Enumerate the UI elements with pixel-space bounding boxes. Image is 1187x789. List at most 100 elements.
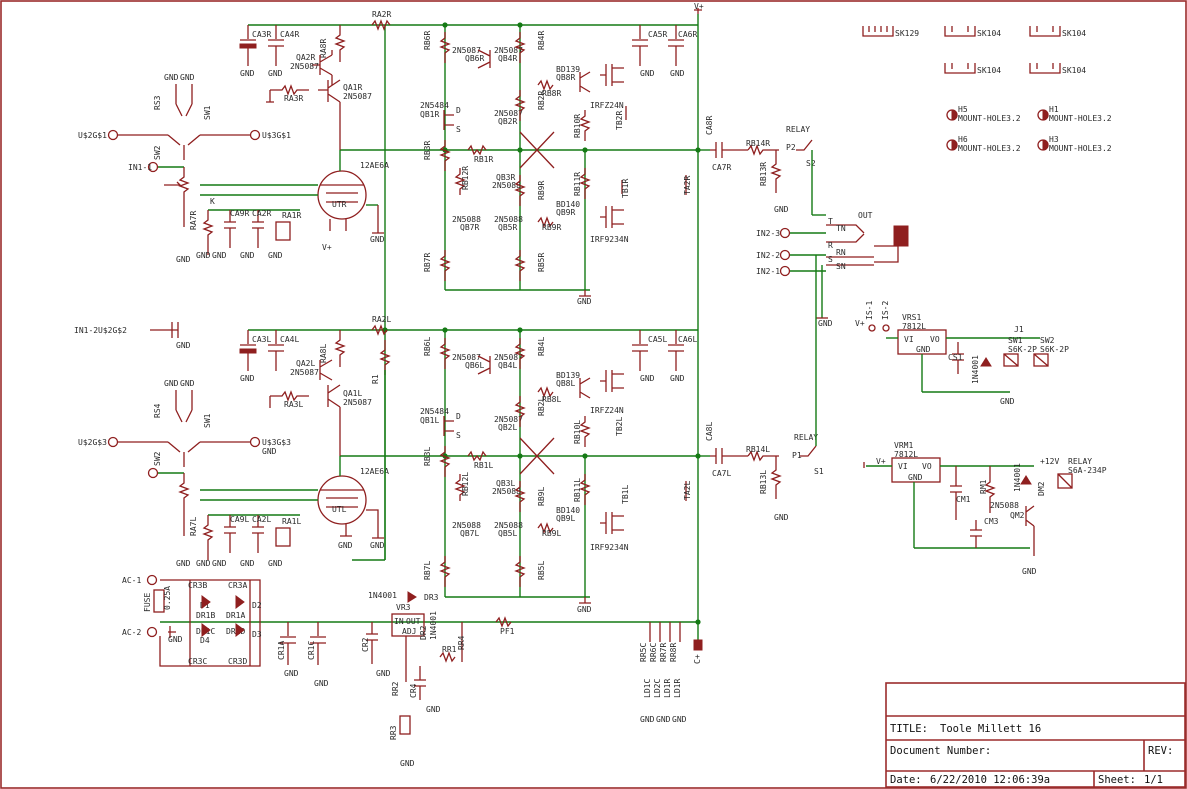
svg-text:QA2L: QA2L bbox=[296, 359, 315, 368]
svg-text:VRM1: VRM1 bbox=[894, 441, 913, 450]
svg-text:RB10R: RB10R bbox=[573, 114, 582, 138]
sheet-label: Sheet: bbox=[1098, 774, 1136, 786]
svg-text:UTL: UTL bbox=[332, 505, 347, 514]
svg-text:RA3L: RA3L bbox=[284, 400, 303, 409]
lower-channel: RA2L R1 IN1-2 U$2G$2 GND CA3L GND CA4L R… bbox=[74, 255, 824, 614]
svg-text:P2: P2 bbox=[786, 143, 796, 152]
svg-text:SW2: SW2 bbox=[1040, 336, 1055, 345]
heatsink-icon: SK104 bbox=[944, 63, 1001, 75]
svg-text:1N4001: 1N4001 bbox=[368, 591, 397, 600]
svg-text:ADJ: ADJ bbox=[402, 627, 416, 636]
svg-text:S: S bbox=[456, 125, 461, 134]
svg-text:RM1: RM1 bbox=[979, 479, 988, 494]
svg-text:CA9L: CA9L bbox=[230, 515, 249, 524]
svg-text:H3: H3 bbox=[1049, 135, 1059, 144]
svg-text:GND: GND bbox=[176, 341, 191, 350]
svg-text:S: S bbox=[456, 431, 461, 440]
svg-text:2N5087: 2N5087 bbox=[494, 353, 523, 362]
svg-text:7812L: 7812L bbox=[894, 450, 918, 459]
title-label: TITLE: bbox=[890, 723, 928, 735]
svg-text:2N5088: 2N5088 bbox=[492, 181, 521, 190]
svg-text:QB1R: QB1R bbox=[420, 110, 439, 119]
svg-text:2N5087: 2N5087 bbox=[290, 62, 319, 71]
svg-text:GND: GND bbox=[168, 635, 183, 644]
svg-text:QB9R: QB9R bbox=[556, 208, 575, 217]
svg-text:QM2: QM2 bbox=[1010, 511, 1025, 520]
heatsink-icon: SK104 bbox=[1029, 63, 1086, 75]
svg-text:P1: P1 bbox=[792, 451, 802, 460]
mount-hole-icon: H5 MOUNT-HOLE3.2 bbox=[946, 105, 1021, 123]
svg-text:S6K-2P: S6K-2P bbox=[1008, 345, 1037, 354]
svg-text:RA2R: RA2R bbox=[372, 10, 391, 19]
svg-text:CR4: CR4 bbox=[409, 683, 418, 698]
svg-text:QB2R: QB2R bbox=[498, 117, 517, 126]
svg-text:GND: GND bbox=[180, 379, 195, 388]
input-label: U$2G$3 bbox=[78, 438, 107, 447]
svg-text:CA6R: CA6R bbox=[678, 30, 697, 39]
svg-text:IRF9234N: IRF9234N bbox=[590, 543, 629, 552]
svg-text:D3: D3 bbox=[252, 630, 262, 639]
svg-text:2N5484: 2N5484 bbox=[420, 101, 449, 110]
svg-text:RB3R: RB3R bbox=[423, 141, 432, 160]
svg-text:2N5484: 2N5484 bbox=[420, 407, 449, 416]
svg-text:IRF9234N: IRF9234N bbox=[590, 235, 629, 244]
svg-text:TA2R: TA2R bbox=[683, 176, 692, 195]
svg-text:2N5088: 2N5088 bbox=[494, 521, 523, 530]
input-label: U$2G$2 bbox=[98, 326, 127, 335]
svg-text:RB5R: RB5R bbox=[537, 253, 546, 272]
svg-text:CS1: CS1 bbox=[948, 353, 963, 362]
svg-text:BD139: BD139 bbox=[556, 65, 580, 74]
svg-text:GND: GND bbox=[176, 255, 191, 264]
svg-text:RB5L: RB5L bbox=[537, 561, 546, 580]
svg-text:GND: GND bbox=[268, 69, 283, 78]
svg-text:LD1C: LD1C bbox=[643, 679, 652, 698]
svg-text:GND: GND bbox=[774, 513, 789, 522]
svg-text:H5: H5 bbox=[958, 105, 968, 114]
svg-text:RA8L: RA8L bbox=[319, 344, 328, 363]
svg-text:GND: GND bbox=[212, 559, 227, 568]
date-label: Date: bbox=[890, 774, 922, 786]
resistor-ra8r: RA8R bbox=[319, 25, 346, 62]
svg-text:RS4: RS4 bbox=[153, 403, 162, 418]
svg-text:BD140: BD140 bbox=[556, 506, 580, 515]
svg-text:MOUNT-HOLE3.2: MOUNT-HOLE3.2 bbox=[958, 114, 1021, 123]
svg-text:DR1B: DR1B bbox=[196, 611, 215, 620]
svg-text:GND: GND bbox=[240, 374, 255, 383]
input-label: U$3G$1 bbox=[262, 131, 291, 140]
heatsink-icon: SK104 bbox=[1029, 26, 1086, 38]
svg-text:RA2L: RA2L bbox=[372, 315, 391, 324]
heatsink-label: SK104 bbox=[977, 29, 1001, 38]
svg-text:RB9L: RB9L bbox=[537, 487, 546, 506]
svg-text:QA2R: QA2R bbox=[296, 53, 315, 62]
svg-text:RB14R: RB14R bbox=[746, 139, 770, 148]
svg-text:VI: VI bbox=[904, 335, 914, 344]
svg-text:QB1L: QB1L bbox=[420, 416, 439, 425]
svg-text:RA7L: RA7L bbox=[189, 517, 198, 536]
svg-text:QB4L: QB4L bbox=[498, 361, 517, 370]
svg-text:IRFZ24N: IRFZ24N bbox=[590, 406, 624, 415]
svg-text:1N4001: 1N4001 bbox=[971, 355, 980, 384]
svg-text:D4: D4 bbox=[200, 636, 210, 645]
svg-text:S6A-234P: S6A-234P bbox=[1068, 466, 1107, 475]
svg-text:CA8L: CA8L bbox=[705, 422, 714, 441]
svg-text:RA1L: RA1L bbox=[282, 517, 301, 526]
svg-text:CA7L: CA7L bbox=[712, 469, 731, 478]
transistor-qa1r: QA1R 2N5087 bbox=[318, 79, 372, 150]
svg-text:QB5L: QB5L bbox=[498, 529, 517, 538]
svg-text:D: D bbox=[456, 106, 461, 115]
svg-text:RB8L: RB8L bbox=[542, 395, 561, 404]
svg-text:RR4: RR4 bbox=[457, 635, 466, 650]
title-value: Toole Millett 16 bbox=[940, 723, 1041, 735]
output-jack-label: OUT bbox=[858, 211, 873, 220]
svg-text:QB3L: QB3L bbox=[496, 479, 515, 488]
svg-text:RA7R: RA7R bbox=[189, 211, 198, 230]
svg-text:CA3L: CA3L bbox=[252, 335, 271, 344]
svg-text:RB2R: RB2R bbox=[537, 91, 546, 110]
svg-text:LD1R: LD1R bbox=[663, 679, 672, 698]
svg-text:V+: V+ bbox=[876, 457, 886, 466]
svg-text:GND: GND bbox=[908, 473, 923, 482]
capacitor-ca3r: CA3R GND bbox=[239, 25, 271, 78]
rail-wires bbox=[160, 14, 710, 640]
svg-text:VO: VO bbox=[922, 462, 932, 471]
svg-text:SW2: SW2 bbox=[153, 145, 162, 160]
